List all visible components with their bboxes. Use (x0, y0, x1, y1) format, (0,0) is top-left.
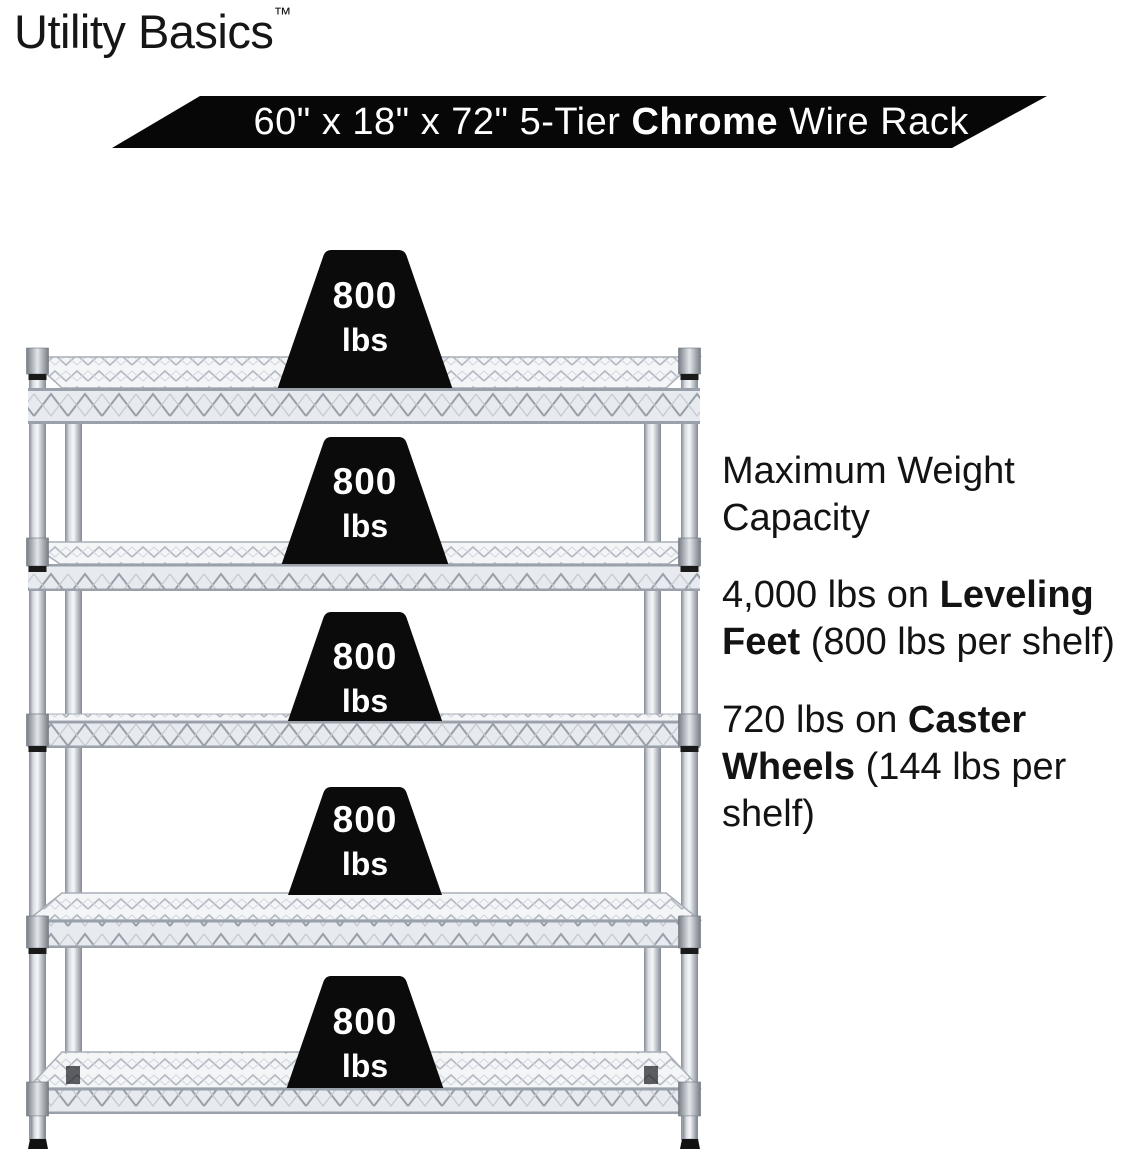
weight-badge-1: 800 lbs (270, 275, 460, 359)
weight-badge-5: 800 lbs (270, 1001, 460, 1085)
weight-value: 800 (332, 799, 398, 840)
weight-unit: lbs (341, 508, 389, 544)
weight-badges (277, 250, 453, 1090)
weight-unit: lbs (341, 1048, 389, 1084)
weight-badge-1-shape (277, 250, 453, 390)
title-product: Wire Rack (778, 100, 969, 143)
post-fittings (26, 347, 701, 1149)
brand-logo: Utility Basics™ (14, 4, 291, 59)
weight-badge-3: 800 lbs (270, 636, 460, 720)
brand-name: Utility Basics (14, 5, 274, 58)
weight-value: 800 (332, 461, 398, 502)
shelf-truss-bands (28, 388, 700, 1114)
weight-value: 800 (332, 275, 398, 316)
capacity-heading: Maximum Weight Capacity (722, 450, 1026, 539)
weight-value: 800 (332, 636, 398, 677)
weight-badge-2: 800 lbs (270, 461, 460, 545)
weight-badge-3-shape (280, 612, 450, 744)
caster-wheels-capacity: 720 lbs on Caster Wheels (144 lbs per sh… (722, 699, 1077, 835)
product-title: 60" x 18" x 72" 5-Tier Chrome Wire Rack (187, 96, 969, 148)
title-dimensions: 60" x 18" x 72" 5-Tier (253, 100, 632, 143)
weight-capacity-info: Maximum Weight Capacity 4,000 lbs on Lev… (722, 448, 1123, 838)
trademark-symbol: ™ (273, 4, 292, 24)
weight-badge-4: 800 lbs (270, 799, 460, 883)
title-banner: 60" x 18" x 72" 5-Tier Chrome Wire Rack (112, 96, 1047, 148)
leveling-feet-capacity: 4,000 lbs on Leveling Feet (800 lbs per … (722, 574, 1115, 663)
weight-unit: lbs (341, 322, 389, 358)
title-finish: Chrome (631, 100, 779, 143)
leveling-foot-right (678, 1081, 701, 1149)
weight-value: 800 (332, 1001, 398, 1042)
weight-badge-4-shape (288, 787, 442, 895)
weight-badge-5-shape (286, 976, 444, 1090)
weight-unit: lbs (341, 683, 389, 719)
weight-badge-2-shape (281, 437, 449, 566)
leveling-foot-left (26, 1081, 49, 1149)
weight-unit: lbs (341, 846, 389, 882)
